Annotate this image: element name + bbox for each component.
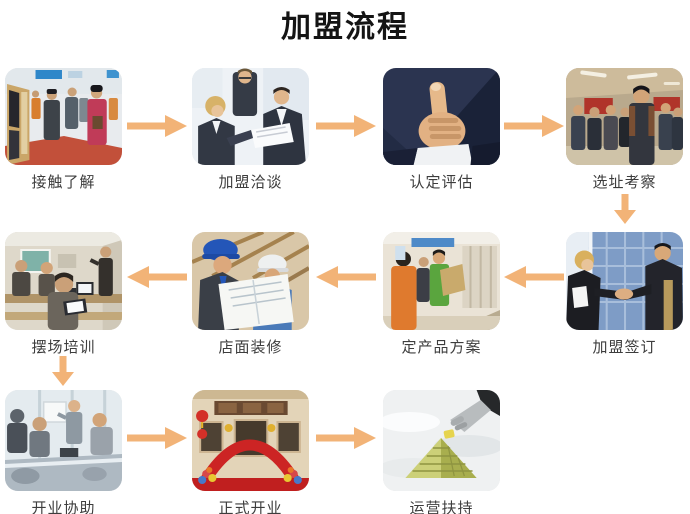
arrow-right-icon: [127, 426, 187, 450]
arrow-left-icon: [127, 265, 187, 289]
step-label: 选址考察: [592, 174, 657, 191]
photo-exhibition-crowd: [5, 68, 122, 165]
step-label: 加盟签订: [592, 339, 657, 356]
photo-product-selection: [383, 232, 500, 330]
step-label: 接触了解: [31, 174, 96, 191]
step-2-negotiation: 加盟洽谈: [192, 68, 309, 192]
arrow-down-icon: [613, 194, 637, 224]
step-label: 加盟洽谈: [218, 174, 283, 191]
step-11-operation-support: 运营扶持: [383, 390, 500, 514]
photo-business-negotiation: [192, 68, 309, 165]
step-9-opening-assist: 开业协助: [5, 390, 122, 514]
arrow-right-icon: [316, 114, 376, 138]
arrow-down-icon: [51, 356, 75, 386]
photo-grand-opening: [192, 390, 309, 491]
step-3-evaluation: 认定评估: [383, 68, 500, 192]
step-4-site-inspection: 选址考察: [566, 68, 683, 192]
photo-classroom-training: [5, 232, 122, 330]
step-5-contract-signing: 加盟签订: [566, 232, 683, 357]
step-6-product-plan: 定产品方案: [383, 232, 500, 357]
arrow-left-icon: [316, 265, 376, 289]
step-label: 店面装修: [218, 339, 283, 356]
step-label: 摆场培训: [31, 339, 96, 356]
photo-site-inspection: [566, 68, 683, 165]
page-title: 加盟流程: [281, 11, 409, 44]
arrow-right-icon: [504, 114, 564, 138]
photo-handshake-signing: [566, 232, 683, 330]
step-7-store-decoration: 店面装修: [192, 232, 309, 357]
step-10-grand-opening: 正式开业: [192, 390, 309, 514]
photo-pyramid-support: [383, 390, 500, 491]
arrow-right-icon: [127, 114, 187, 138]
arrow-right-icon: [316, 426, 376, 450]
step-label: 定产品方案: [401, 339, 482, 356]
photo-blueprint-workers: [192, 232, 309, 330]
step-label: 认定评估: [409, 174, 474, 191]
photo-thumbs-up: [383, 68, 500, 165]
photo-meeting-applause: [5, 390, 122, 491]
step-8-training: 摆场培训: [5, 232, 122, 357]
step-label: 开业协助: [31, 500, 96, 514]
arrow-left-icon: [504, 265, 564, 289]
step-1-initial-contact: 接触了解: [5, 68, 122, 192]
step-label: 正式开业: [218, 500, 283, 514]
step-label: 运营扶持: [409, 500, 474, 514]
